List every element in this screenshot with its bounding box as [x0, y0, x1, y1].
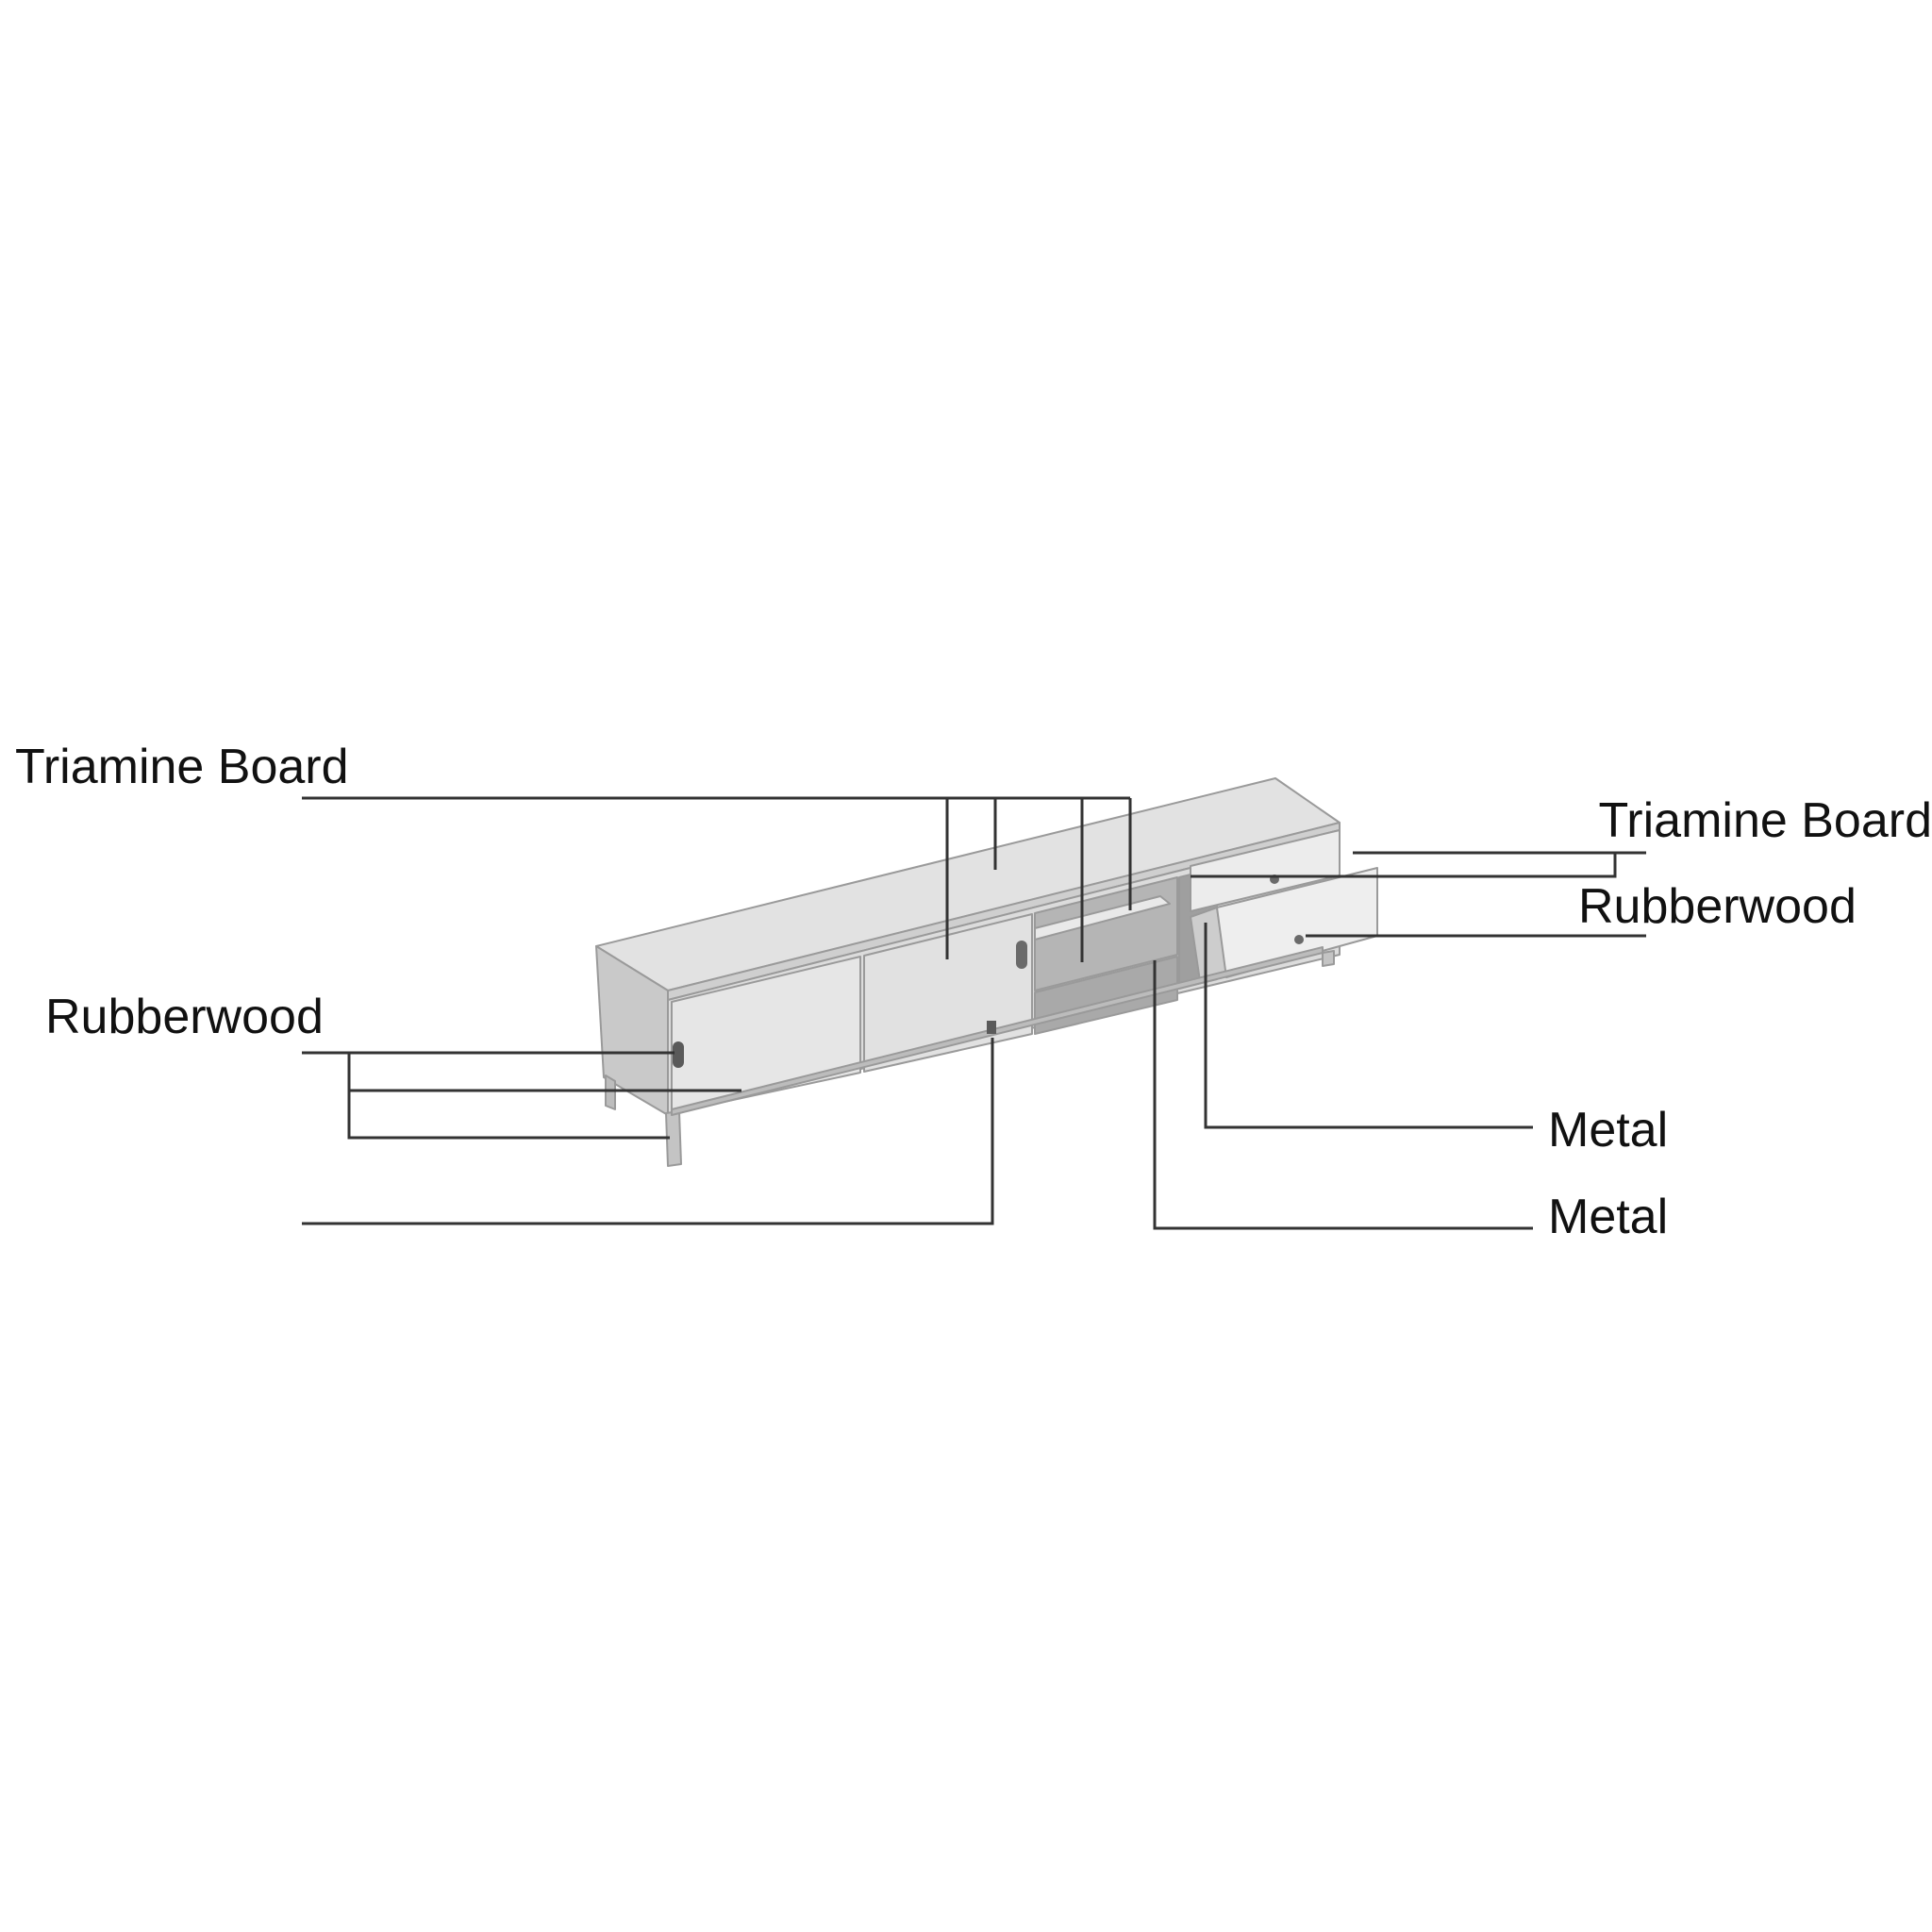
middle-shelf-board [1034, 895, 1171, 941]
label-rubberwood-left: Rubberwood [45, 990, 324, 1044]
leg-front-right [1322, 950, 1335, 967]
tv-cabinet [595, 777, 1378, 1167]
leader-lines [302, 796, 1646, 1230]
bottom-rail [671, 946, 1324, 1116]
label-metal-lower: Metal [1548, 1190, 1669, 1244]
leader-bottom-left [302, 1038, 994, 1225]
leader-metal-1 [1204, 923, 1533, 1129]
leader-rubberwood-left [302, 1051, 741, 1140]
left-door-handle [673, 1041, 684, 1068]
leader-metal-2 [1153, 960, 1533, 1230]
label-rubberwood-right: Rubberwood [1578, 879, 1857, 934]
lower-drawer-knob [1294, 935, 1304, 944]
leader-triamine-left [302, 796, 1132, 962]
leader-triamine-right [1191, 851, 1646, 878]
center-foot [987, 1021, 996, 1034]
label-metal-upper: Metal [1548, 1103, 1669, 1158]
label-triamine-board-right: Triamine Board [1598, 793, 1932, 848]
label-triamine-board-left: Triamine Board [15, 740, 349, 794]
leg-back-left [605, 1074, 616, 1110]
middle-door-handle [1016, 941, 1027, 969]
